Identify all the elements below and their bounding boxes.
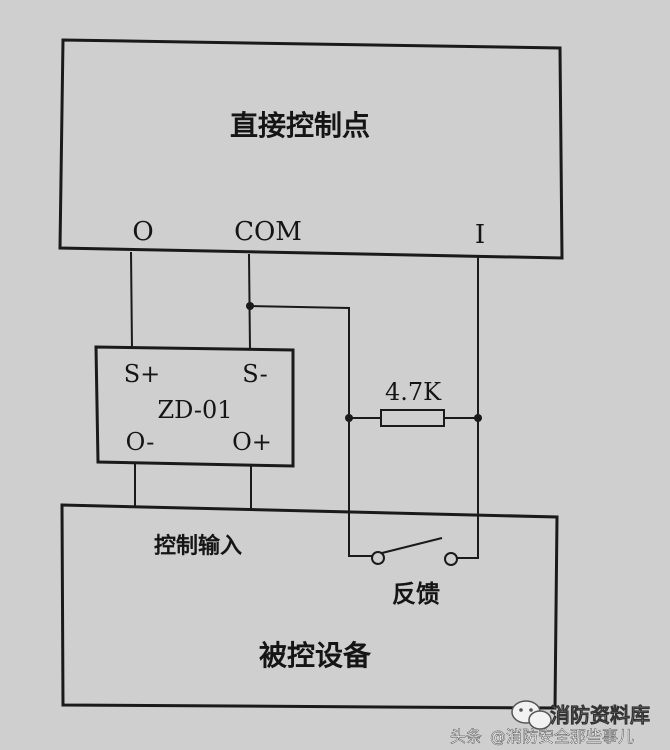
wechat-logo-icon	[511, 700, 552, 730]
pin-s-plus-label: S+	[124, 360, 161, 388]
pin-o-minus-label: O-	[126, 428, 155, 456]
wire-com-branch	[249, 305, 372, 557]
direct-control-point-title: 直接控制点	[230, 109, 370, 142]
pin-i-label: I	[475, 220, 485, 250]
watermark-account: @消防安全那些事儿	[490, 727, 634, 746]
watermark: 消防资料库 头条 @消防安全那些事儿	[450, 700, 650, 746]
pin-o-plus-label: O+	[232, 428, 272, 456]
pin-s-minus-label: S-	[242, 360, 267, 388]
module-name: ZD-01	[157, 396, 232, 424]
watermark-brand: 消防资料库	[550, 703, 650, 727]
junction-dot-left	[345, 414, 353, 422]
feedback-label: 反馈	[392, 580, 440, 608]
pin-com-label: COM	[234, 217, 302, 247]
wire-o-to-s-plus	[130, 251, 133, 350]
controlled-device-box	[60, 503, 559, 710]
control-input-label: 控制输入	[154, 533, 242, 559]
watermark-platform: 头条	[450, 727, 482, 746]
junction-dot-com	[246, 302, 254, 310]
direct-control-point-box	[58, 38, 564, 260]
resistor-label: 4.7K	[385, 378, 442, 406]
resistor-symbol	[380, 409, 445, 427]
pin-o-label: O	[132, 217, 153, 247]
junction-dot-right	[474, 414, 482, 422]
switch-blade	[381, 537, 443, 554]
switch-contact-left	[371, 551, 385, 565]
switch-contact-right	[444, 552, 458, 566]
controlled-device-title: 被控设备	[259, 639, 372, 672]
wire-com-to-s-minus	[248, 253, 251, 351]
zd01-module-box	[94, 345, 295, 468]
wire-i-to-switch	[457, 256, 479, 559]
